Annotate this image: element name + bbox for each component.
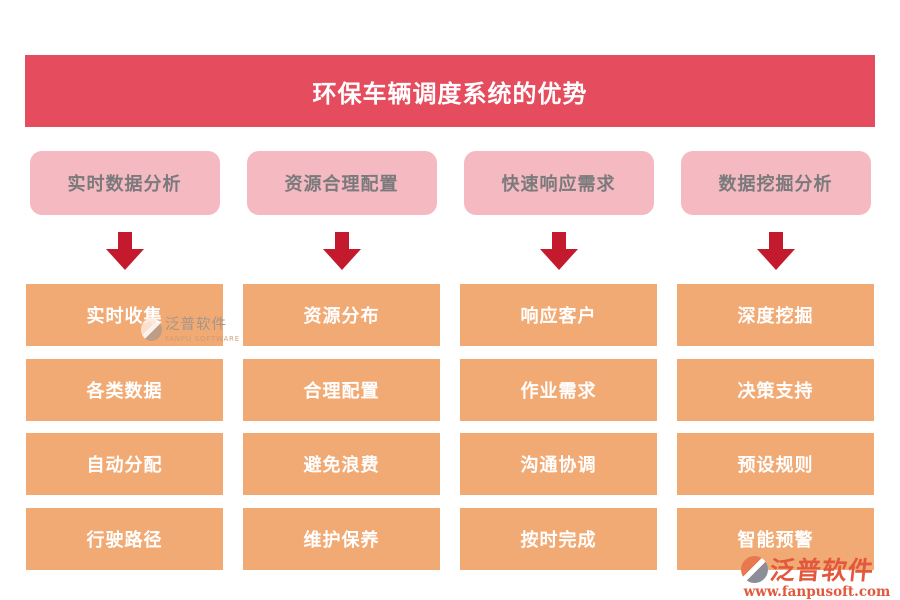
category-label: 快速响应需求 <box>501 174 616 195</box>
category-label: 实时数据分析 <box>67 174 182 195</box>
header-banner: 环保车辆调度系统的优势 <box>25 55 875 127</box>
feature-box: 资源分布 <box>243 284 440 346</box>
category-label: 资源合理配置 <box>284 174 399 195</box>
feature-list: 资源分布 合理配置 避免浪费 维护保养 <box>243 284 440 571</box>
category-box: 资源合理配置 <box>246 151 437 215</box>
fanpu-logo-name: 泛普软件 <box>768 556 876 585</box>
column-resource-allocation: 资源合理配置 资源分布 合理配置 避免浪费 维护保养 <box>243 151 440 571</box>
feature-list: 实时收集 各类数据 自动分配 行驶路径 <box>26 284 223 571</box>
category-box: 快速响应需求 <box>463 151 654 215</box>
category-label: 数据挖掘分析 <box>718 174 833 195</box>
feature-box: 维护保养 <box>243 508 440 571</box>
category-box: 数据挖掘分析 <box>680 151 871 215</box>
arrow-down-icon <box>322 232 361 270</box>
fanpu-logo-icon <box>741 555 768 583</box>
column-fast-response: 快速响应需求 响应客户 作业需求 沟通协调 按时完成 <box>460 151 657 571</box>
fanpu-watermark-bottom-right: 泛普软件 www.fanpusoft.com <box>741 551 893 600</box>
feature-box: 响应客户 <box>460 284 657 346</box>
category-box: 实时数据分析 <box>29 151 220 215</box>
fanpu-watermark-name: 泛普软件 <box>165 317 227 333</box>
columns-container: 实时数据分析 实时收集 各类数据 自动分配 行驶路径 资源合理配置 资源分布 合… <box>26 151 874 571</box>
fanpu-logo-icon <box>141 318 162 341</box>
arrow-down-icon <box>105 232 144 270</box>
feature-box: 预设规则 <box>677 433 874 496</box>
feature-box: 行驶路径 <box>26 508 223 571</box>
feature-box: 避免浪费 <box>243 433 440 496</box>
arrow-down-icon <box>756 232 795 270</box>
arrow-down-icon <box>539 232 578 270</box>
column-realtime-data-analysis: 实时数据分析 实时收集 各类数据 自动分配 行驶路径 <box>26 151 223 571</box>
feature-list: 响应客户 作业需求 沟通协调 按时完成 <box>460 284 657 571</box>
feature-box: 沟通协调 <box>460 433 657 496</box>
fanpu-website-url: www.fanpusoft.com <box>743 584 891 600</box>
fanpu-watermark-center: 泛普软件 FANPU SOFTWARE <box>141 313 240 343</box>
feature-box: 按时完成 <box>460 508 657 571</box>
page-title: 环保车辆调度系统的优势 <box>312 79 588 108</box>
feature-box: 合理配置 <box>243 358 440 421</box>
feature-box: 深度挖掘 <box>677 284 874 346</box>
feature-box: 各类数据 <box>26 358 223 421</box>
feature-box: 决策支持 <box>677 358 874 421</box>
feature-box: 自动分配 <box>26 433 223 496</box>
fanpu-watermark-subtitle: FANPU SOFTWARE <box>165 335 240 343</box>
column-data-mining: 数据挖掘分析 深度挖掘 决策支持 预设规则 智能预警 <box>677 151 874 571</box>
feature-box: 作业需求 <box>460 358 657 421</box>
feature-list: 深度挖掘 决策支持 预设规则 智能预警 <box>677 284 874 571</box>
feature-box: 智能预警 <box>677 508 874 571</box>
